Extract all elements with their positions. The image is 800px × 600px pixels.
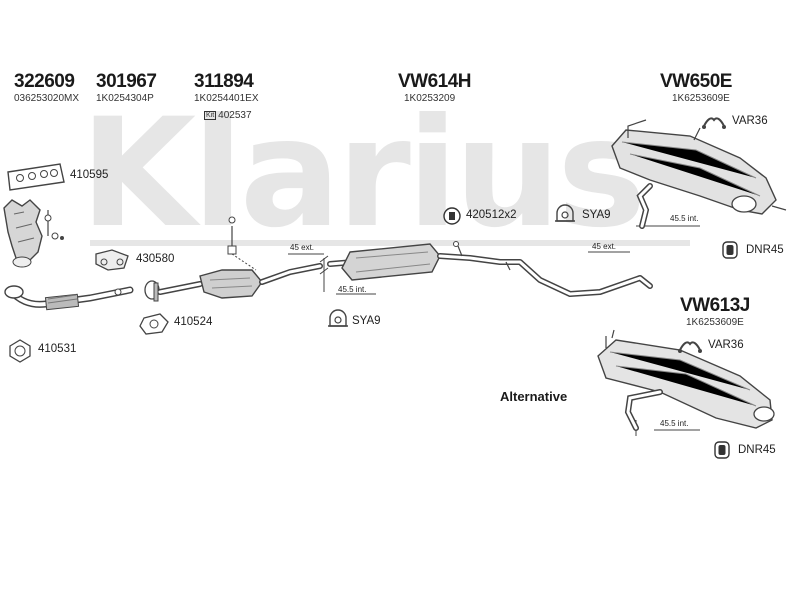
clamp-430580-detail-icon (153, 282, 159, 302)
label-410524: 410524 (174, 316, 213, 328)
exhaust-manifold-322609 (3, 199, 64, 268)
part-ref-311894: 1K0254401EX (194, 93, 259, 104)
part-number-322609: 322609 (14, 71, 75, 92)
centre-section-vw614h (327, 241, 653, 297)
part-ref-322609: 036253020MX (14, 93, 80, 104)
label-dnr45-top: DNR45 (746, 244, 784, 256)
part-number-311894: 311894 (194, 71, 254, 92)
rubber-dnr45-top-icon (722, 241, 738, 259)
part-number-301967: 301967 (96, 71, 157, 92)
label-sya9-mid: SYA9 (352, 315, 381, 327)
part-ref-vw650e: 1K6253609E (672, 93, 730, 104)
clamp-sya9-mid-icon (327, 309, 349, 327)
hanger-var36-top-icon (701, 117, 727, 130)
rubber-dnr45-bottom-icon (714, 441, 730, 459)
label-dnr45-bottom: DNR45 (738, 444, 776, 456)
front-pipe-301967 (4, 285, 134, 311)
dim-45-5-int-left: 45.5 int. (338, 285, 367, 294)
label-var36-top: VAR36 (732, 115, 768, 127)
rear-silencer-vw613j (597, 329, 775, 431)
part-ref-301967: 1K0254304P (96, 93, 154, 104)
gasket-410524 (139, 313, 169, 335)
dim-45-5-int-right: 45.5 int. (670, 214, 699, 223)
dim-45-ext-right: 45 ext. (592, 242, 617, 251)
part-number-vw613j: VW613J (680, 295, 750, 316)
label-410595: 410595 (70, 169, 109, 181)
bolts-420512-icon (443, 207, 461, 225)
label-410531: 410531 (38, 343, 77, 355)
part-ref-vw614h: 1K0253209 (404, 93, 456, 104)
hanger-var36-bottom-icon (677, 341, 703, 354)
label-420512x2: 420512x2 (466, 209, 517, 221)
label-430580: 430580 (136, 253, 175, 265)
manifold-gasket-410595 (7, 163, 65, 191)
kit-icon: Kit (204, 111, 217, 120)
dim-45-ext-left: 45 ext. (290, 243, 315, 252)
front-section-311894 (144, 216, 323, 300)
alternative-label: Alternative (500, 389, 568, 404)
part-ref-vw613j: 1K6253609E (686, 317, 744, 328)
watermark-text: Klarius (80, 87, 642, 261)
label-sya9-top: SYA9 (582, 209, 611, 221)
part-number-vw614h: VW614H (398, 71, 472, 92)
clamp-430580 (95, 249, 129, 271)
ring-410531 (9, 339, 31, 363)
part-number-vw650e: VW650E (660, 71, 732, 92)
watermark-underline (90, 240, 690, 246)
dim-45-5-int-bottom: 45.5 int. (660, 419, 689, 428)
kit-part-number: 402537 (218, 110, 252, 121)
label-var36-bottom: VAR36 (708, 339, 744, 351)
rear-silencer-vw650e (611, 119, 787, 229)
